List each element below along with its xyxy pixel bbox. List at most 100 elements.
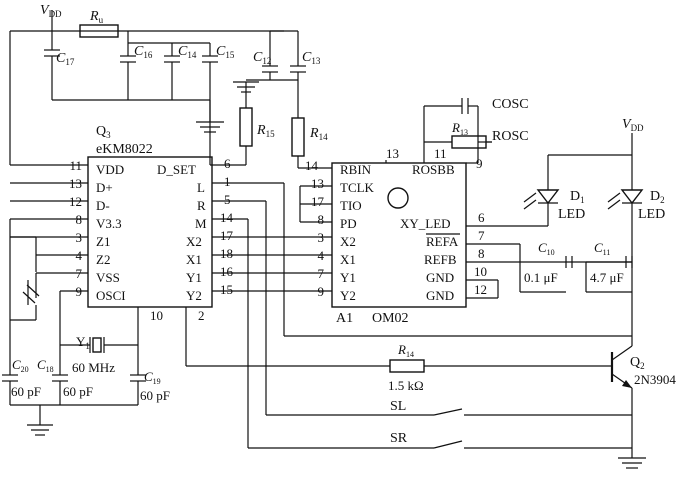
a1-part-label: OM02 [372, 311, 409, 326]
ground-symbol-right [618, 457, 646, 469]
resistor-r15 [239, 107, 253, 147]
a1-pin-num: 7 [478, 228, 485, 243]
capacitor-c13 [290, 65, 306, 80]
q3-pin-num: 14 [220, 210, 234, 225]
a1-pin-name: REFA [426, 234, 459, 249]
ground-symbol-bottom-left [27, 405, 53, 436]
c15-label: C15 [216, 44, 235, 60]
rosc-network [423, 98, 492, 164]
c10-value: 0.1 μF [524, 270, 558, 285]
r13-label: R13 [451, 120, 468, 137]
a1-left-pins: 14 RBIN 13 TCLK 17 TIO 8 PD 3 X2 4 X1 7 … [305, 158, 375, 303]
q3-pin-2: 2 [198, 308, 205, 323]
q3-pin-num: 16 [220, 264, 234, 279]
a1-pin-num: 17 [311, 194, 325, 209]
capacitor-c20 [2, 374, 18, 405]
capacitor-c18 [52, 374, 68, 405]
a1-pin-name: RBIN [340, 162, 372, 177]
a1-pin-name: PD [340, 216, 357, 231]
q3-pin-name: Y2 [186, 288, 202, 303]
q3-pin-10: 10 [150, 308, 163, 323]
q3-pin-name: M [195, 216, 207, 231]
q3-part-label: eKM8022 [96, 142, 153, 157]
q3-pin-name: D+ [96, 180, 113, 195]
a1-pin-name: TIO [340, 198, 362, 213]
a1-pin-num: 9 [318, 284, 325, 299]
q3-pin-num: 11 [69, 158, 82, 173]
a1-pin-name: Y2 [340, 288, 356, 303]
r14-top-label: R14 [309, 126, 328, 142]
led-d2 [607, 189, 644, 336]
resistor-ru-label: Ru [89, 9, 104, 25]
q3-pin-num: 18 [220, 246, 233, 261]
r14-bottom-label: R14 [397, 342, 414, 359]
ic-q3-ekm8022 [87, 156, 213, 308]
a1-pin-num: 12 [474, 282, 487, 297]
q3-pin-name: L [197, 180, 205, 195]
q3-pin-name: Y1 [186, 270, 202, 285]
a1-right-pins: ROSBB 11 9 XY_LED 6 REFA 7 REFB 8 GND 10… [400, 146, 487, 303]
c20-value: 60 pF [11, 384, 41, 399]
q3-pin-name: Z1 [96, 234, 110, 249]
q3-ref-label: Q3 [96, 124, 111, 140]
a1-pin-name: X1 [340, 252, 356, 267]
capacitor-c19 [130, 374, 146, 405]
a1-pin-num: 3 [318, 230, 325, 245]
a1-pin-num: 8 [478, 246, 485, 261]
rosc-label: ROSC [492, 129, 529, 144]
c18-value: 60 pF [63, 384, 93, 399]
ground-symbol-r15 [233, 81, 259, 108]
a1-ref-label: A1 [336, 311, 353, 326]
q2-part-label: 2N3904 [634, 372, 676, 387]
capacitor-c12 [262, 50, 278, 80]
q3-pin-name: VSS [96, 270, 120, 285]
c19-value: 60 pF [140, 388, 170, 403]
q3-pin-name: D_SET [157, 162, 196, 177]
y1-ref-label: Y1 [76, 334, 90, 351]
d1-led-label: LED [558, 207, 585, 222]
a1-pin-name: GND [426, 270, 454, 285]
q3-pin-name: X2 [186, 234, 202, 249]
capacitor-c10 [519, 256, 573, 293]
q2-ref-label: Q2 [630, 355, 645, 371]
crystal-y1 [60, 330, 139, 375]
d2-ref-label: D2 [650, 189, 665, 205]
c18-label: C18 [37, 357, 54, 374]
c10-label: C10 [538, 240, 555, 257]
cosc-label: COSC [492, 97, 529, 112]
sl-label: SL [390, 399, 406, 414]
q3-pin-name: VDD [96, 162, 124, 177]
c12-label: C12 [253, 50, 271, 66]
y1-value-label: 60 MHz [72, 360, 115, 375]
q3-pin-name: Z2 [96, 252, 110, 267]
a1-pin-num: 14 [305, 158, 319, 173]
ground-symbol-caps [196, 100, 224, 133]
q3-pin-name: V3.3 [96, 216, 122, 231]
q3-pin-name: R [197, 198, 206, 213]
q3-left-pins: 11 VDD 13 D+ 12 D- 8 V3.3 3 Z1 4 Z2 7 VS… [69, 158, 126, 303]
a1-pin-name: REFB [424, 252, 457, 267]
a1-pin-num: 9 [476, 156, 483, 171]
c11-label: C11 [594, 240, 610, 257]
a1-left-leads [299, 185, 332, 223]
resistor-r14-bottom [389, 359, 425, 373]
a1-top-pin-num: 13 [386, 146, 399, 161]
c13-label: C13 [302, 50, 321, 66]
capacitor-c16 [120, 43, 136, 100]
q3-pin-num: 1 [224, 174, 231, 189]
q3-pin-num: 5 [224, 192, 231, 207]
q3-right-pins: D_SET 6 L 1 R 5 M 14 X2 17 X1 18 Y1 16 Y… [157, 156, 234, 303]
a1-pin-num: 7 [318, 266, 325, 281]
led-d1 [523, 189, 560, 210]
a1-pin-num: 8 [318, 212, 325, 227]
q3-pin-num: 15 [220, 282, 233, 297]
transistor-q2 [610, 336, 633, 458]
q3-pin-name: OSCI [96, 288, 126, 303]
a1-pin-name: Y1 [340, 270, 356, 285]
capacitor-c14 [164, 43, 180, 100]
a1-pin-name: X2 [340, 234, 356, 249]
q3-pin-num: 17 [220, 228, 234, 243]
q3-pin-name: X1 [186, 252, 202, 267]
a1-pin-name: TCLK [340, 180, 375, 195]
